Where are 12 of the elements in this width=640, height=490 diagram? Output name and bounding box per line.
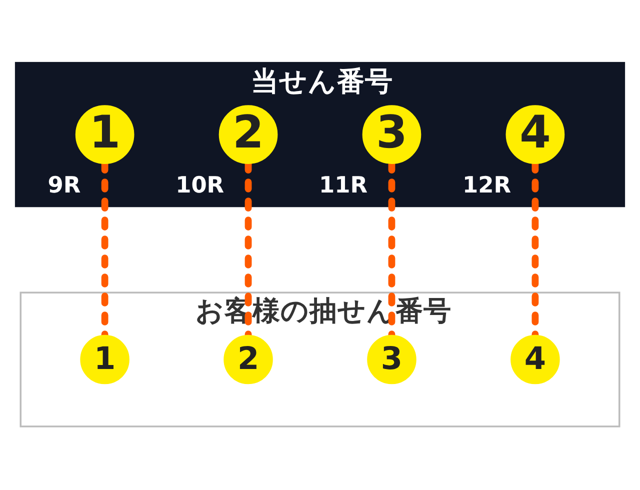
race-label: 10R — [176, 172, 224, 199]
node-circle: 1 — [75, 105, 134, 164]
node-circle: 2 — [218, 105, 278, 164]
node-circle: 1 — [80, 335, 130, 385]
node-circle: 2 — [224, 335, 273, 385]
race-label: 12R — [462, 172, 512, 199]
node-circle: 4 — [506, 105, 565, 164]
race-label: 9R — [48, 172, 81, 199]
race-label: 11R — [319, 172, 368, 199]
node-circle: 3 — [362, 105, 422, 164]
node-circle: 4 — [510, 335, 560, 385]
node-circle: 3 — [367, 335, 416, 385]
